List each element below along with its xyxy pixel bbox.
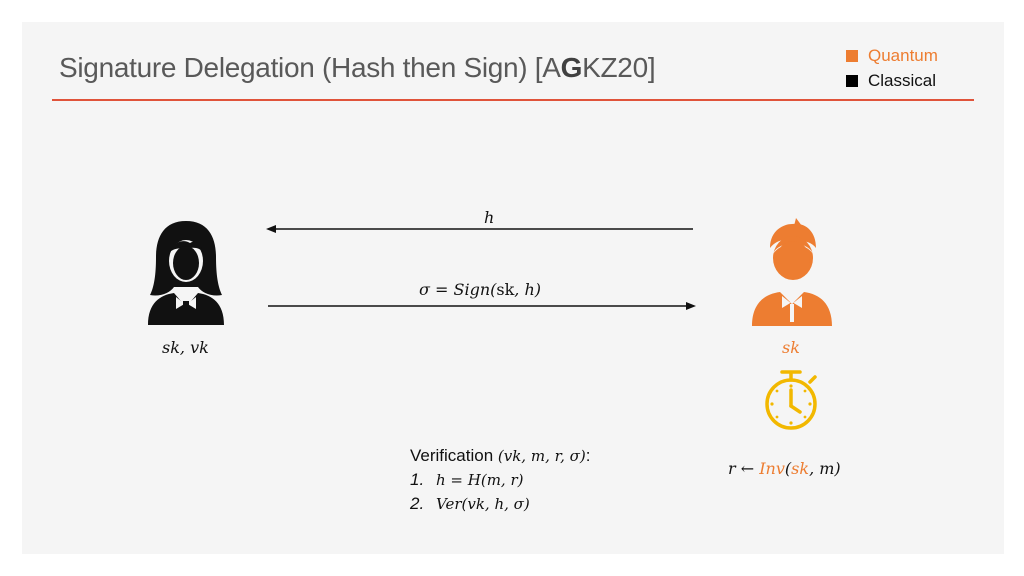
verification-step-1: 1. h = H(m, r) — [410, 468, 591, 492]
left-party-keys: sk, vk — [162, 338, 209, 357]
legend: Quantum Classical — [846, 43, 938, 93]
arrow-top-label: h — [484, 208, 495, 227]
arrow-h-right-to-left — [266, 225, 693, 233]
arrow-sigma-left-to-right — [268, 302, 696, 310]
verification-step-2: 2. Ver(vk, h, σ) — [410, 492, 591, 516]
inv-prefix: r ← — [728, 459, 760, 478]
verification-colon: : — [585, 446, 591, 465]
legend-swatch-classical — [846, 74, 858, 87]
step-1-expr: h = H(m, r) — [436, 471, 524, 489]
page-title: Signature Delegation (Hash then Sign) [A… — [59, 52, 656, 84]
right-party-keys: sk — [782, 338, 800, 357]
title-divider — [52, 99, 974, 101]
verification-heading-text: Verification — [410, 446, 498, 465]
legend-item-quantum: Quantum — [846, 43, 938, 68]
verification-args: (vk, m, r, σ) — [497, 447, 586, 465]
stopwatch-icon — [765, 370, 817, 430]
step-2-expr: Ver(vk, h, σ) — [436, 495, 530, 513]
woman-icon — [148, 221, 224, 325]
inversion-expression: r ← Inv(sk, m) — [728, 459, 841, 478]
sign-sk: sk — [496, 280, 515, 299]
step-1-number: 1. — [410, 470, 425, 489]
title-prefix: Signature Delegation (Hash then Sign) [A — [59, 52, 561, 83]
inv-open: ( — [784, 459, 792, 478]
legend-item-classical: Classical — [846, 68, 938, 93]
legend-swatch-quantum — [846, 49, 858, 62]
step-2-number: 2. — [410, 494, 425, 513]
verification-block: Verification (vk, m, r, σ): 1. h = H(m, r… — [410, 444, 591, 516]
title-suffix: KZ20] — [582, 52, 656, 83]
verification-heading: Verification (vk, m, r, σ): — [410, 444, 591, 468]
inv-rest: , m) — [809, 459, 841, 478]
legend-label-quantum: Quantum — [868, 45, 938, 65]
legend-label-classical: Classical — [868, 70, 937, 90]
title-bold-letter: G — [560, 52, 583, 83]
boy-icon — [752, 218, 832, 326]
slide-background: Signature Delegation (Hash then Sign) [A… — [22, 22, 1004, 554]
inv-arg: sk — [791, 459, 810, 478]
sign-suffix: , h) — [514, 280, 541, 299]
arrow-bottom-label: σ = Sign(sk, h) — [419, 280, 541, 299]
sign-prefix: σ = Sign( — [419, 280, 497, 299]
inv-fn: Inv — [759, 459, 785, 478]
